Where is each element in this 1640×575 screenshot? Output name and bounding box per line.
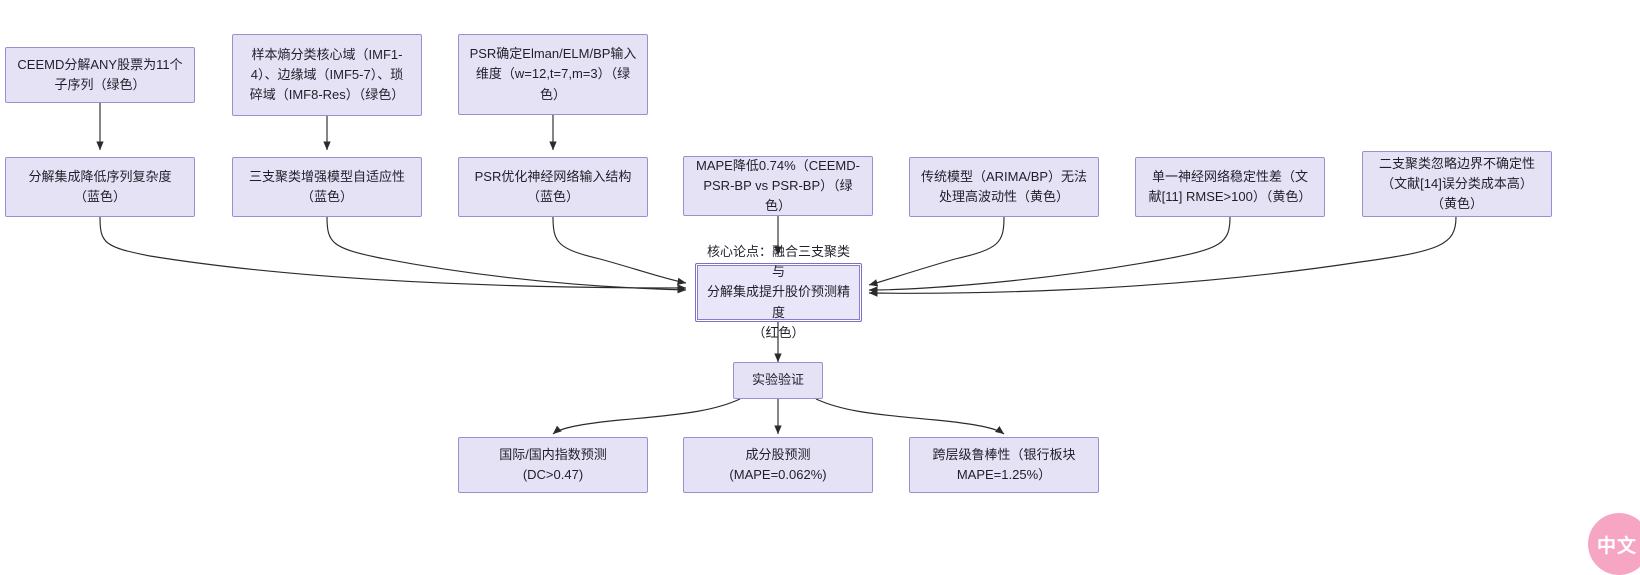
watermark-text: 中文	[1596, 535, 1637, 557]
node-psr-input-dimension[interactable]: PSR确定Elman/ELM/BP输入 维度（w=12,t=7,m=3）（绿 色…	[458, 34, 648, 115]
node-experimental-validation[interactable]: 实验验证	[733, 362, 823, 399]
node-sample-entropy-classification[interactable]: 样本熵分类核心域（IMF1- 4）、边缘域（IMF5-7）、琐 碎域（IMF8-…	[232, 34, 422, 116]
node-result-constituent-stock-forecast[interactable]: 成分股预测 (MAPE=0.062%)	[683, 437, 873, 493]
node-decomposition-reduces-complexity[interactable]: 分解集成降低序列复杂度 （蓝色）	[5, 157, 195, 217]
node-core-claim[interactable]: 核心论点：融合三支聚类与 分解集成提升股价预测精度 （红色）	[695, 244, 862, 340]
watermark-badge: 中文	[1588, 513, 1640, 575]
node-result-index-forecast[interactable]: 国际/国内指数预测 (DC>0.47)	[458, 437, 648, 493]
node-three-way-clustering-adaptivity[interactable]: 三支聚类增强模型自适应性 （蓝色）	[232, 157, 422, 217]
node-psr-optimizes-network-input[interactable]: PSR优化神经网络输入结构 （蓝色）	[458, 157, 648, 217]
node-mape-improvement[interactable]: MAPE降低0.74%（CEEMD- PSR-BP vs PSR-BP）（绿 色…	[683, 156, 873, 216]
node-traditional-model-limitation[interactable]: 传统模型（ARIMA/BP）无法 处理高波动性（黄色）	[909, 157, 1099, 217]
node-result-cross-level-robustness[interactable]: 跨层级鲁棒性（银行板块 MAPE=1.25%）	[909, 437, 1099, 493]
node-two-way-clustering-boundary[interactable]: 二支聚类忽略边界不确定性 （文献[14]误分类成本高） （黄色）	[1362, 151, 1552, 217]
node-single-network-instability[interactable]: 单一神经网络稳定性差（文 献[11] RMSE>100）（黄色）	[1135, 157, 1325, 217]
node-ceemd-decomposition[interactable]: CEEMD分解ANY股票为11个 子序列（绿色）	[5, 47, 195, 103]
